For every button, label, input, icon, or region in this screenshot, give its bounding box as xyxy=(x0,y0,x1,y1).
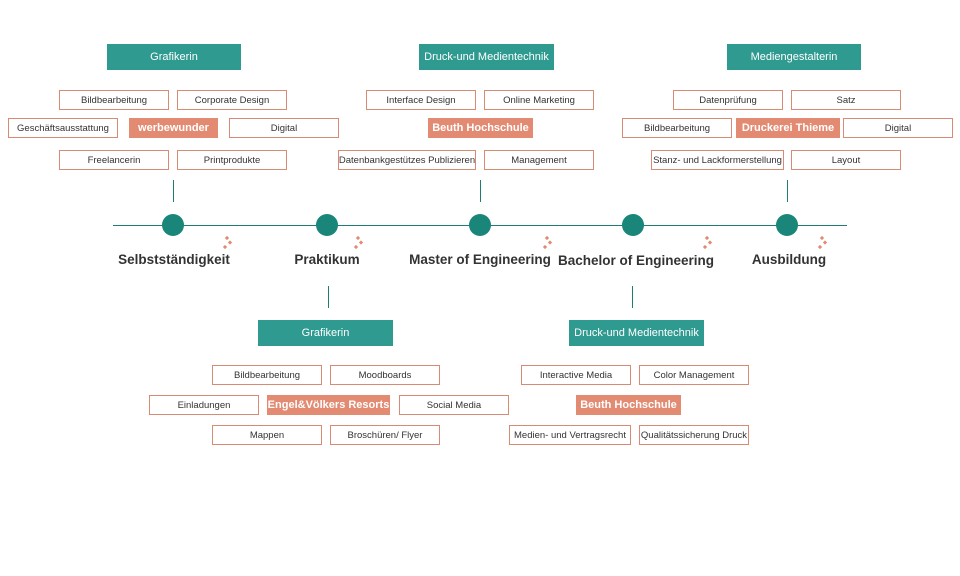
tag-box: Corporate Design xyxy=(177,90,287,110)
tag-box: Qualitätssicherung Druck xyxy=(639,425,749,445)
role-box-grafikerin-praktikum: Grafikerin xyxy=(258,320,393,346)
org-label-werbewunder: werbewunder xyxy=(129,118,218,138)
connector-line xyxy=(173,180,174,202)
connector-line xyxy=(328,286,329,308)
role-box-mediengestalterin: Mediengestalterin xyxy=(727,44,861,70)
tag-box: Datenprüfung xyxy=(673,90,783,110)
stage-label-master: Master of Engineering xyxy=(409,252,551,267)
timeline-node xyxy=(622,214,644,236)
role-box-druck-medientechnik-master: Druck-und Medientechnik xyxy=(419,44,554,70)
tag-box: Medien- und Vertragsrecht xyxy=(509,425,631,445)
connector-line xyxy=(480,180,481,202)
tag-box: Interface Design xyxy=(366,90,476,110)
tag-box: Bildbearbeitung xyxy=(59,90,169,110)
timeline-node xyxy=(776,214,798,236)
sparkle-icon xyxy=(222,236,233,250)
tag-box: Layout xyxy=(791,150,901,170)
tag-box: Printprodukte xyxy=(177,150,287,170)
org-label-beuth-master: Beuth Hochschule xyxy=(428,118,533,138)
tag-box: Datenbankgestützes Publizieren xyxy=(338,150,476,170)
tag-box: Satz xyxy=(791,90,901,110)
connector-line xyxy=(787,180,788,202)
tag-box: Broschüren/ Flyer xyxy=(330,425,440,445)
sparkle-icon xyxy=(542,236,553,250)
tag-box: Online Marketing xyxy=(484,90,594,110)
role-box-grafikerin-selbst: Grafikerin xyxy=(107,44,241,70)
org-label-engel-voelkers: Engel&Völkers Resorts xyxy=(267,395,390,415)
tag-box: Interactive Media xyxy=(521,365,631,385)
tag-box: Bildbearbeitung xyxy=(212,365,322,385)
stage-label-ausbildung: Ausbildung xyxy=(751,252,827,267)
tag-box: Geschäftsausstattung xyxy=(8,118,118,138)
tag-box: Digital xyxy=(229,118,339,138)
connector-line xyxy=(632,286,633,308)
org-label-druckerei-thieme: Druckerei Thieme xyxy=(736,118,840,138)
sparkle-icon xyxy=(817,236,828,250)
stage-label-selbststaendigkeit: Selbstständigkeit xyxy=(118,252,230,267)
org-label-beuth-bachelor: Beuth Hochschule xyxy=(576,395,681,415)
tag-box: Einladungen xyxy=(149,395,259,415)
tag-box: Moodboards xyxy=(330,365,440,385)
tag-box: Freelancerin xyxy=(59,150,169,170)
timeline-node xyxy=(162,214,184,236)
tag-box: Color Management xyxy=(639,365,749,385)
tag-box: Mappen xyxy=(212,425,322,445)
timeline-node xyxy=(316,214,338,236)
tag-box: Bildbearbeitung xyxy=(622,118,732,138)
sparkle-icon xyxy=(353,236,364,250)
tag-box: Stanz- und Lackformerstellung xyxy=(651,150,784,170)
timeline-node xyxy=(469,214,491,236)
tag-box: Digital xyxy=(843,118,953,138)
tag-box: Social Media xyxy=(399,395,509,415)
tag-box: Management xyxy=(484,150,594,170)
role-box-druck-medientechnik-bachelor: Druck-und Medientechnik xyxy=(569,320,704,346)
stage-label-praktikum: Praktikum xyxy=(294,252,360,267)
sparkle-icon xyxy=(702,236,713,250)
stage-label-bachelor: Bachelor of Engineering xyxy=(557,253,715,268)
